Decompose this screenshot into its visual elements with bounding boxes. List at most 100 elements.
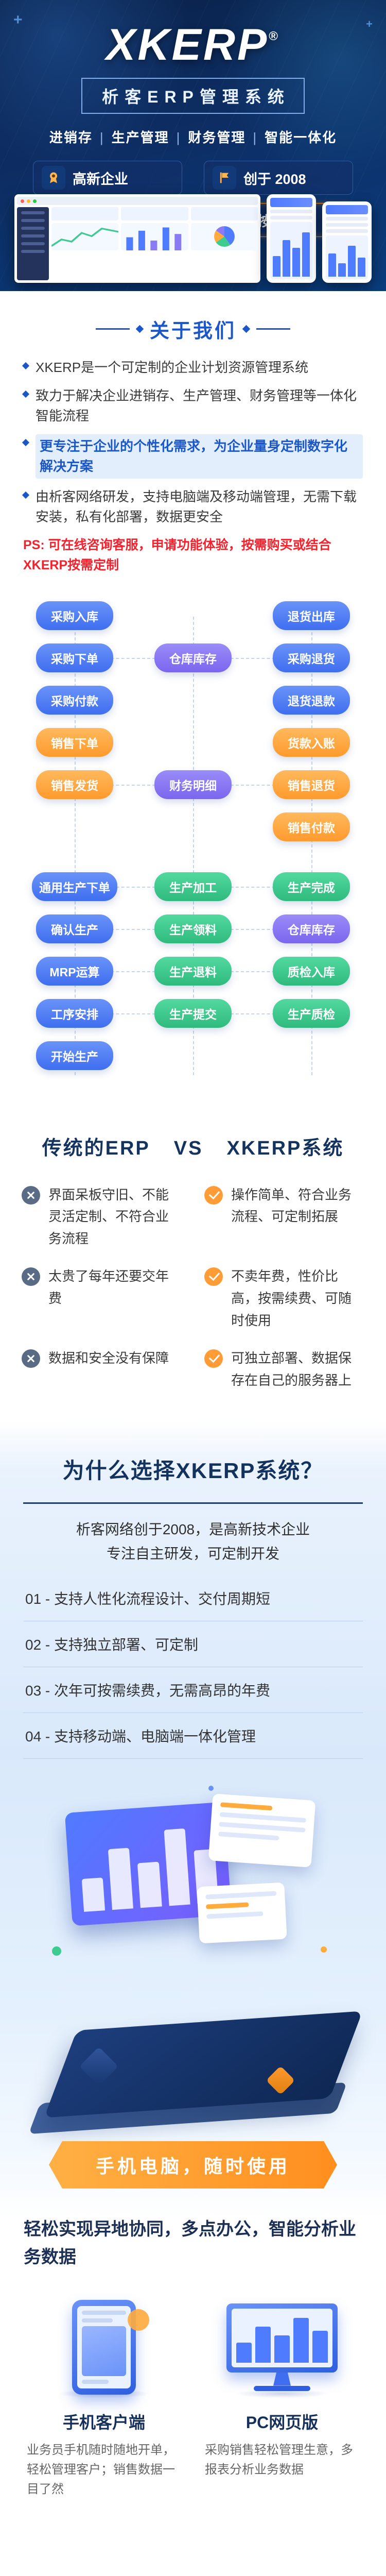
phone-header-mockup <box>326 205 368 214</box>
why-intro-line: 析客网络创于2008，是高新技术企业 <box>76 1521 310 1537</box>
sidebar-mockup <box>17 207 49 280</box>
phone-mockup-1 <box>267 194 316 283</box>
illustration-card <box>208 1793 316 1868</box>
why-title: 为什么选择XKERP系统？ <box>62 1458 324 1483</box>
illustration-dot <box>321 1946 327 1953</box>
badge-label: 高新企业 <box>73 171 128 187</box>
stat-tile <box>51 207 119 221</box>
flow-node: 生产退料 <box>154 956 232 986</box>
flow-connector-line <box>311 616 312 1075</box>
flow-row: 确认生产 生产领料 仓库库存 <box>15 914 371 943</box>
flow-node: 生产提交 <box>154 998 232 1028</box>
about-item-text: XKERP是一个可定制的企业计划资源管理系统 <box>36 360 309 375</box>
badge-hightech: 高新企业 <box>33 161 182 195</box>
card-title: 手机客户端 <box>62 2413 145 2432</box>
tagline-item: 生产管理 <box>111 130 169 145</box>
comparison-item-pro: 可独立部署、数据保存在自己的服务器上 <box>204 1347 364 1392</box>
why-intro: 析客网络创于2008，是高新技术企业 专注自主研发，可定制开发 <box>23 1502 363 1566</box>
about-item-text: 由析客网络研发，支持电脑端及移动端管理，无需下载安装，私有化部署，数据更安全 <box>36 489 357 524</box>
about-item-text: 致力于解决企业进销存、生产管理、财务管理等一体化智能流程 <box>36 388 357 423</box>
illustration-card <box>197 1882 287 1944</box>
flow-node: 采购下单 <box>36 643 113 672</box>
medal-icon <box>42 166 65 190</box>
flow-node: MRP运算 <box>36 956 113 986</box>
illustration-dot <box>208 1785 214 1791</box>
decorative-plus-icon: + <box>366 18 373 30</box>
flow-row: 采购入库 退货出库 <box>15 601 371 630</box>
monitor-device-icon <box>226 2303 338 2391</box>
comparison-title: 传统的ERP VS XKERP系统 <box>22 1132 364 1160</box>
about-item-text: 更专注于企业的个性化需求，为企业量身定制数字化解决方案 <box>36 434 363 479</box>
browser-body <box>17 207 258 280</box>
stat-tile <box>190 207 258 221</box>
section-title-text: 关于我们 <box>149 320 236 342</box>
flow-row: 销售下单 货款入账 <box>15 727 371 757</box>
about-item-highlighted: 更专注于企业的个性化需求，为企业量身定制数字化解决方案 <box>22 434 363 479</box>
pie-chart-tile <box>190 223 258 250</box>
flow-row: 开始生产 <box>15 1041 371 1070</box>
flow-row: 采购付款 退货退款 <box>15 685 371 715</box>
flow-node: 开始生产 <box>36 1041 113 1070</box>
vs-left-title: 传统的ERP <box>42 1137 150 1159</box>
vs-right-title: XKERP系统 <box>226 1137 344 1159</box>
flow-connector-line <box>193 616 194 1075</box>
registered-mark: ® <box>269 29 280 43</box>
hero-header: + + XKERP® 析客ERP管理系统 进销存|生产管理|财务管理|智能一体化… <box>0 0 386 291</box>
monitor-stand <box>273 2372 291 2386</box>
window-dot-green <box>33 199 37 203</box>
flow-node: 生产领料 <box>154 914 232 943</box>
check-icon <box>204 1349 223 1368</box>
brand-logo: XKERP® <box>0 20 386 71</box>
process-flowchart: 采购入库 退货出库 采购下单 仓库库存 采购退货 采购付款 退货退款 销售下单 … <box>0 587 386 1108</box>
badge-label: 创于 2008 <box>243 171 306 187</box>
phone-header-mockup <box>270 198 312 207</box>
flow-row: 销售付款 <box>15 812 371 841</box>
devices-section: 手机电脑，随时使用 轻松实现异地协同，多点办公，智能分析业务数据 手机 <box>0 2158 386 2536</box>
decorative-plus-icon: + <box>13 11 23 28</box>
product-subtitle: 析客ERP管理系统 <box>81 78 305 114</box>
tagline-item: 进销存 <box>49 130 93 145</box>
card-pc-web: PC网页版 采购销售轻松管理生意，多报表分析业务数据 <box>205 2293 359 2500</box>
flow-node: 工序安排 <box>36 998 113 1028</box>
title-rule <box>95 328 130 330</box>
why-item: 02 - 支持独立部署、可定制 <box>23 1621 363 1667</box>
browser-window-mockup <box>14 194 260 283</box>
comparison-text: 界面呆板守旧、不能灵活定制、不符合业务流程 <box>48 1187 169 1247</box>
stat-tile <box>121 207 188 221</box>
window-dot-red <box>21 199 24 203</box>
dashboard-mockup <box>14 194 372 283</box>
feature-tagline: 进销存|生产管理|财务管理|智能一体化 <box>0 127 386 146</box>
comparison-item-con: 界面呆板守旧、不能灵活定制、不符合业务流程 <box>22 1184 182 1250</box>
why-item: 01 - 支持人性化流程设计、交付周期短 <box>23 1575 363 1621</box>
about-item: 由析客网络研发，支持电脑端及移动端管理，无需下载安装，私有化部署，数据更安全 <box>22 487 363 527</box>
flow-connector-line <box>75 616 76 1075</box>
erp-illustration <box>23 1776 363 2158</box>
bar-chart-tile <box>121 223 188 250</box>
why-item: 03 - 次年可按需续费，无需高昂的年费 <box>23 1667 363 1713</box>
ribbon-banner: 手机电脑，随时使用 <box>49 2141 337 2189</box>
flow-row: 采购下单 仓库库存 采购退货 <box>15 643 371 672</box>
flag-icon <box>213 166 236 190</box>
vs-label: VS <box>173 1137 203 1159</box>
flow-row: 通用生产下单 生产加工 生产完成 <box>15 872 371 901</box>
comparison-text: 操作简单、符合业务流程、可定制拓展 <box>231 1187 352 1225</box>
flow-node: 质检入库 <box>272 956 350 986</box>
flow-node: 通用生产下单 <box>31 872 117 901</box>
comparison-item-pro: 不卖年费，性价比高，按需续费、可随时使用 <box>204 1265 364 1332</box>
card-mobile-client: 手机客户端 业务员手机随时随地开单，轻松管理客户；销售数据一目了然 <box>27 2293 181 2500</box>
devices-headline: 轻松实现异地协同，多点办公，智能分析业务数据 <box>24 2219 356 2267</box>
flow-node: 销售发货 <box>36 770 113 799</box>
accent-bubble <box>128 2309 149 2331</box>
phone-chart-mockup <box>270 222 312 279</box>
flow-node: 确认生产 <box>36 914 113 943</box>
comparison-text: 数据和安全没有保障 <box>48 1350 169 1366</box>
why-intro-line: 专注自主研发，可定制开发 <box>106 1546 279 1562</box>
cross-icon <box>22 1267 40 1286</box>
cross-icon <box>22 1349 40 1368</box>
tagline-separator: | <box>253 130 258 145</box>
device-cards: 手机客户端 业务员手机随时随地开单，轻松管理客户；销售数据一目了然 <box>0 2276 386 2500</box>
check-icon <box>204 1185 223 1205</box>
monitor-illustration <box>205 2293 359 2401</box>
ps-note: PS: 可在线咨询客服，申请功能体验，按需购买或结合XKERP按需定制 <box>23 538 331 572</box>
